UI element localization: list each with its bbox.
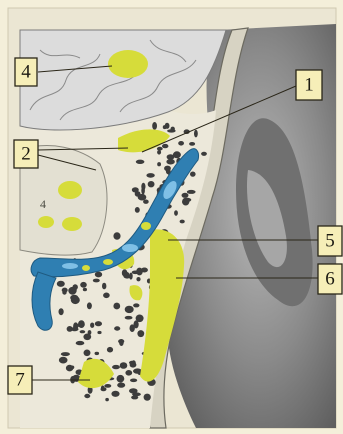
air-cell xyxy=(114,326,120,330)
air-cell xyxy=(62,290,66,294)
air-cell xyxy=(132,392,141,396)
label-4-text: 4 xyxy=(21,62,31,83)
label-2-text: 2 xyxy=(21,144,31,165)
air-cell xyxy=(187,190,196,194)
air-cell xyxy=(190,172,196,177)
air-cell xyxy=(134,320,139,328)
air-cell xyxy=(194,130,198,138)
air-cell xyxy=(59,357,68,364)
air-cell xyxy=(162,144,168,148)
air-cell xyxy=(107,347,113,353)
air-cell xyxy=(201,152,207,156)
air-cell xyxy=(125,306,134,313)
structure-4-blob xyxy=(108,50,148,78)
air-cell xyxy=(182,193,189,198)
air-cell xyxy=(129,273,133,280)
air-cell xyxy=(57,281,65,287)
inner-label-4: 4 xyxy=(40,197,46,211)
air-cell xyxy=(165,123,170,129)
air-cell xyxy=(84,394,90,398)
air-cell xyxy=(71,327,79,331)
air-cell xyxy=(70,295,78,301)
air-cell xyxy=(152,122,157,130)
air-cell xyxy=(122,269,128,276)
air-cell xyxy=(167,129,176,132)
air-cell xyxy=(113,303,120,310)
air-cell xyxy=(180,220,185,224)
air-cell xyxy=(117,375,125,383)
air-cell xyxy=(173,151,181,158)
air-cell xyxy=(132,360,136,366)
air-cell xyxy=(125,316,133,320)
air-cell xyxy=(83,288,87,292)
air-cell xyxy=(157,162,161,166)
air-cell xyxy=(59,308,64,315)
label-5-text: 5 xyxy=(325,231,335,252)
air-cell xyxy=(83,334,91,341)
air-cell xyxy=(113,232,120,239)
air-cell xyxy=(97,331,101,334)
air-cell xyxy=(103,293,110,299)
label-7: 7 xyxy=(8,366,32,394)
air-cell xyxy=(104,384,111,388)
air-cell xyxy=(118,339,124,343)
air-cell xyxy=(136,277,140,281)
air-cell xyxy=(95,321,102,326)
air-cell xyxy=(80,330,86,333)
air-cell xyxy=(105,398,109,401)
air-cell xyxy=(148,181,155,187)
air-cell xyxy=(78,320,85,328)
label-1: 1 xyxy=(296,70,322,100)
label-5: 5 xyxy=(318,226,342,256)
air-cell xyxy=(157,147,163,151)
air-cell xyxy=(146,173,154,178)
air-cell xyxy=(137,330,144,337)
label-2: 2 xyxy=(14,140,38,168)
air-cell xyxy=(178,141,184,146)
air-cell xyxy=(76,341,85,345)
air-cell xyxy=(144,394,151,401)
air-cell xyxy=(84,350,91,357)
air-cell xyxy=(93,279,100,283)
label-6-text: 6 xyxy=(325,269,335,290)
air-cell xyxy=(136,160,145,164)
air-cell xyxy=(101,387,107,391)
air-cell xyxy=(95,272,102,278)
air-cell xyxy=(143,200,149,204)
air-cell xyxy=(183,198,192,202)
air-cell xyxy=(66,365,73,372)
air-cell xyxy=(112,365,120,369)
air-cell xyxy=(125,370,132,376)
air-cell xyxy=(80,282,87,288)
air-cell xyxy=(135,207,140,213)
air-cell xyxy=(68,287,76,295)
label-1-text: 1 xyxy=(304,75,314,96)
air-cell xyxy=(132,271,139,275)
air-cell xyxy=(61,352,70,356)
label-4: 4 xyxy=(15,58,37,86)
air-cell xyxy=(189,142,195,146)
air-cell xyxy=(141,183,145,190)
air-cell xyxy=(130,379,137,383)
air-cell xyxy=(157,150,161,155)
air-cell xyxy=(133,303,139,307)
air-cell xyxy=(102,283,106,290)
air-cell xyxy=(120,362,128,369)
label-6: 6 xyxy=(318,264,342,294)
air-cell xyxy=(117,383,125,388)
air-cell xyxy=(174,210,178,216)
air-cell xyxy=(138,194,147,201)
air-cell xyxy=(111,391,119,397)
air-cell xyxy=(90,323,94,328)
air-cell xyxy=(95,352,100,355)
air-cell xyxy=(87,302,92,309)
label-7-text: 7 xyxy=(15,370,25,391)
